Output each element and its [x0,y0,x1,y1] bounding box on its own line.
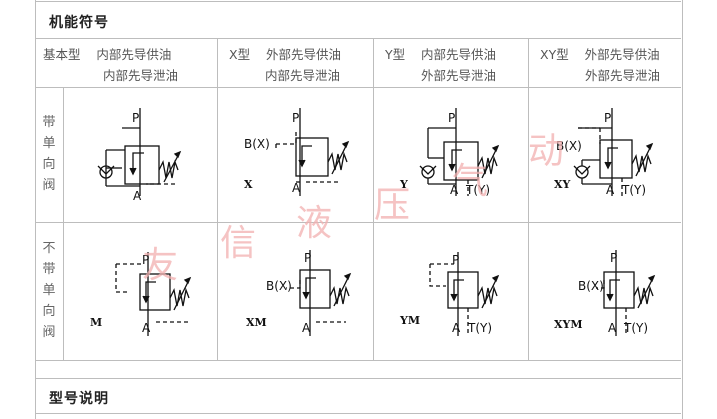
col-divider-1 [217,38,218,360]
port-p: P [292,111,299,125]
table-frame [35,0,683,419]
port-ty: T(Y) [623,321,648,335]
col-divider-3 [528,38,529,360]
watermark-char-6: 动 [528,131,565,172]
model-title-divider-top [35,378,681,379]
watermark-char-1: 友 [142,245,179,286]
symbol-xy-check: B(X) P A T(Y) XY [552,100,677,210]
port-a: A [608,321,617,335]
symbol-ym: P A T(Y) YM [398,240,523,340]
model-title: 型号说明 [49,391,109,407]
symbol-xm: B(X) P A XM [240,240,365,340]
watermark-char-2: 信 [220,223,257,264]
header-xy: XY型 外部先导供油外部先导泄油 [540,47,661,83]
header-x: X型 外部先导供油内部先导泄油 [229,47,341,83]
header-divider [35,87,681,88]
port-p: P [610,251,617,265]
port-p: P [452,253,459,267]
header-basic: 基本型 内部先导供油内部先导泄油 [43,47,179,83]
model-title-divider-bottom [35,413,681,414]
header-y: Y型 内部先导供油外部先导泄油 [385,47,497,83]
code-x: X [244,178,253,191]
port-bx: B(X) [556,139,582,153]
code-y: Y [399,178,408,191]
port-bx: B(X) [244,137,270,151]
code-xm: XM [246,316,267,329]
watermark-char-3: 液 [296,203,333,244]
port-a: A [142,321,151,335]
port-ty: T(Y) [465,183,490,197]
table-bottom-divider [35,360,681,361]
code-xy: XY [554,178,571,191]
port-a: A [606,183,615,197]
port-p: P [304,251,311,265]
port-bx: B(X) [578,279,604,293]
port-a: A [292,181,301,195]
row-divider [35,222,681,223]
port-p: P [448,111,455,125]
symbol-x-check: B(X) P A X [240,100,365,210]
symbol-m: P A M [88,240,208,340]
row-label-without-check-valve: 不带单向阀 [42,241,56,340]
symbols-title: 机能符号 [49,15,109,31]
port-bx: B(X) [266,279,292,293]
port-a: A [452,321,461,335]
row-label-divider [63,87,64,360]
symbol-xym: B(X) P A T(Y) XYM [552,240,677,340]
port-p: P [142,253,149,267]
port-p: P [604,111,611,125]
port-ty: T(Y) [621,183,646,197]
row-label-with-check-valve: 带单向阀 [42,115,56,193]
port-a: A [450,183,459,197]
port-ty: T(Y) [467,321,492,335]
table-top-border [35,1,681,2]
watermark-char-4: 压 [374,185,411,226]
port-a: A [133,189,142,203]
watermark-char-5: 气 [452,161,489,202]
code-xym: XYM [554,318,583,331]
symbol-basic-check: P A [88,100,208,210]
port-a: A [302,321,311,335]
port-p: P [132,111,139,125]
col-divider-2 [373,38,374,360]
title-divider [35,38,681,39]
code-ym: YM [399,314,420,327]
symbol-y-check: P A T(Y) Y [398,100,523,210]
code-m: M [90,316,102,329]
